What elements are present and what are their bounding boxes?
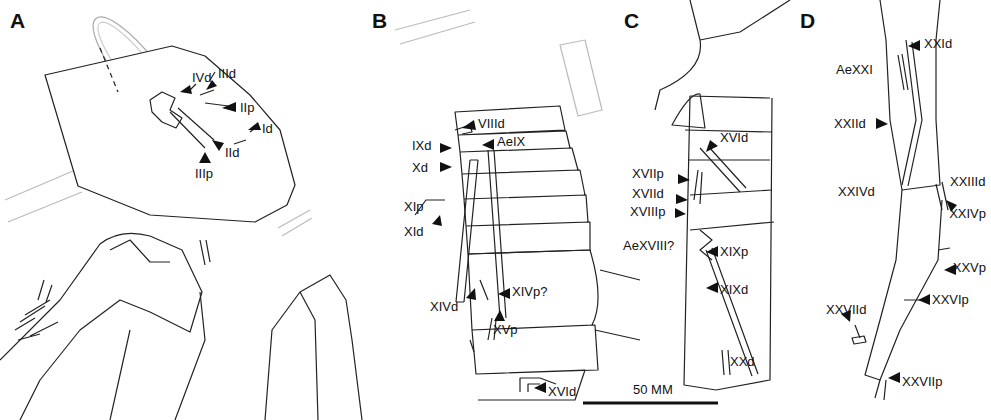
seta-label: XXd: [730, 354, 755, 369]
panel-letter: A: [10, 10, 25, 32]
seta-label: XVIIp: [632, 166, 664, 181]
seta-label: AeXXI: [836, 62, 873, 77]
seta-label: XIXd: [720, 282, 748, 297]
seta-label: XVIId: [632, 186, 664, 201]
seta-label: XXIVp: [949, 206, 986, 221]
seta-label: IIp: [240, 100, 254, 115]
scale-label: 50 MM: [633, 382, 673, 397]
seta-label: XVIIIp: [630, 204, 665, 219]
panel-letter: D: [800, 10, 815, 32]
seta-label: XXIVd: [838, 184, 875, 199]
seta-label: XXIIId: [950, 174, 985, 189]
seta-label: IId: [225, 145, 239, 160]
panel-letter: C: [624, 10, 639, 32]
seta-label: IIIp: [195, 166, 213, 181]
seta-label: XXVIIp: [902, 374, 942, 389]
seta-label: XId: [404, 224, 424, 239]
seta-label: AeXVIII?: [623, 238, 674, 253]
seta-label: Id: [262, 121, 273, 136]
seta-label: XXVIp: [932, 292, 969, 307]
seta-label: XXVp: [953, 260, 986, 275]
seta-label: VIIId: [478, 116, 505, 131]
seta-label: XIVp?: [512, 284, 547, 299]
seta-label: XIVd: [430, 299, 458, 314]
panel-letter: B: [372, 10, 387, 32]
seta-label: XXIId: [834, 116, 866, 131]
seta-label: IXd: [412, 138, 432, 153]
seta-label: IIId: [218, 66, 236, 81]
seta-label: XXVIId: [826, 302, 866, 317]
seta-label: XVp: [493, 322, 518, 337]
seta-label: Xd: [412, 160, 428, 175]
seta-label: XVId: [720, 130, 748, 145]
seta-label: IVd: [192, 70, 212, 85]
seta-label: XXId: [924, 36, 952, 51]
seta-label: XVId: [548, 384, 576, 399]
seta-label: XIp: [404, 199, 424, 214]
seta-label: XIXp: [720, 244, 748, 259]
seta-label: AeIX: [497, 134, 525, 149]
